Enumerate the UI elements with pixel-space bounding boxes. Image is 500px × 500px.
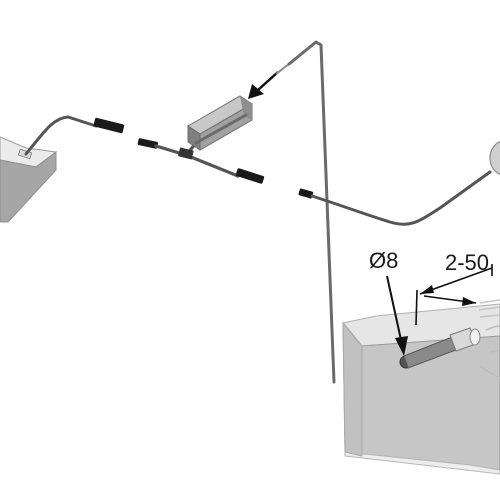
driver-arrow-tail [275,63,290,75]
right-panel-bottom-edge [344,451,500,475]
left-panel-front-face [0,151,57,223]
sensor-head [403,327,481,369]
long-cable [194,40,336,384]
sensor-wave-icon [478,299,500,318]
sensor-lens [469,328,481,346]
splitter-junction [177,147,194,160]
center-left-connector [137,138,159,149]
lamp-cable [310,170,492,226]
sensor-connector [298,188,314,199]
driver-end-cap [240,96,252,120]
diameter-arrow [386,275,408,356]
left-cable [24,115,98,156]
distance-label: 2-50 [445,250,489,275]
distance-arrows [415,264,493,326]
driver-arrow [248,71,279,99]
center-right-connector [235,168,265,184]
right-panel-left-face [342,321,363,457]
left-connector [93,117,125,134]
diameter-label: Ø8 [369,248,398,273]
lamp-globe [489,141,500,175]
